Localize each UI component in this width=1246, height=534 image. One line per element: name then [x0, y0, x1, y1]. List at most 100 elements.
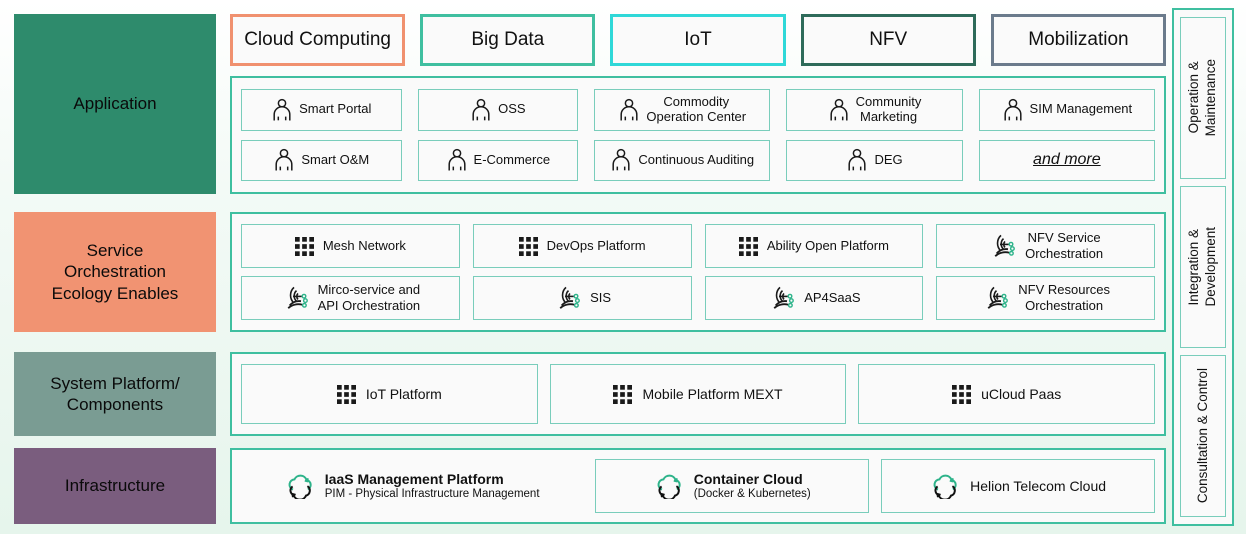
layer-label-application: Application: [14, 14, 216, 194]
service-orchestration-item[interactable]: Ability Open Platform: [704, 224, 924, 268]
service-orchestration-item-label: SIS: [590, 290, 612, 306]
service-orchestration-item-label: Mesh Network: [322, 238, 406, 254]
grid-dots-icon: [952, 384, 972, 404]
technology-tab[interactable]: Mobilization: [990, 14, 1167, 66]
sidebar-item[interactable]: Operation & Maintenance: [1180, 17, 1226, 179]
service-orchestration-item[interactable]: DevOps Platform: [472, 224, 692, 268]
layer-label-infrastructure: Infrastructure: [14, 448, 216, 524]
service-orchestration-item-label: AP4SaaS: [804, 290, 861, 306]
application-item[interactable]: Continuous Auditing: [594, 139, 771, 181]
orchestration-icon: [987, 286, 1009, 309]
person-icon: [447, 149, 466, 171]
infrastructure-item-label: Container Cloud: [693, 470, 803, 487]
technology-tab[interactable]: Big Data: [420, 14, 596, 66]
service-orchestration-item[interactable]: SIS: [472, 276, 692, 320]
service-orchestration-item[interactable]: Mesh Network: [241, 224, 460, 268]
infrastructure-item[interactable]: Container Cloud(Docker & Kubernetes): [595, 459, 870, 513]
technology-tab-label: NFV: [869, 29, 908, 50]
orchestration-icon: [287, 286, 308, 309]
application-item[interactable]: OSS: [417, 89, 579, 131]
system-platform-item[interactable]: uCloud Paas: [858, 364, 1155, 424]
application-item-label: DEG: [874, 151, 903, 167]
application-item-label: and more: [1033, 151, 1101, 169]
person-icon: [848, 149, 867, 171]
application-item[interactable]: Smart Portal: [241, 89, 402, 131]
orchestration-icon: [994, 234, 1015, 257]
system-platform-items-grid: IoT Platform Mobile Platform MEXT uCloud P…: [241, 364, 1155, 424]
cloud-icon: [288, 474, 312, 499]
system-platform-item-label: uCloud Paas: [981, 386, 1062, 402]
application-item[interactable]: and more: [978, 139, 1155, 181]
sidebar-item[interactable]: Integration & Development: [1180, 186, 1226, 348]
application-item-label: SIM Management: [1029, 101, 1133, 117]
technology-tab[interactable]: NFV: [800, 14, 976, 66]
application-item-label: Smart Portal: [299, 101, 372, 117]
service-orchestration-item-label: DevOps Platform: [546, 238, 646, 254]
technology-tabs: Cloud Computing Big Data IoT NFV Mobilizatio…: [230, 14, 1167, 66]
infrastructure-item-label: IaaS Management Platform: [324, 470, 504, 487]
technology-tab[interactable]: Cloud Computing: [230, 14, 406, 66]
layer-panel-service-orchestration: Mesh Network DevOps Platform Ability Open …: [230, 212, 1166, 332]
application-item[interactable]: SIM Management: [978, 89, 1155, 131]
infrastructure-item-text: Container Cloud(Docker & Kubernetes): [694, 471, 811, 502]
layer-label-system-platform: System Platform/Components: [14, 352, 216, 436]
application-item-label: E-Commerce: [473, 151, 551, 167]
application-item-label: Smart O&M: [301, 151, 370, 167]
cloud-icon: [933, 474, 957, 499]
technology-tab-label: Cloud Computing: [244, 29, 391, 50]
person-icon: [612, 149, 630, 171]
infrastructure-item-text: Helion Telecom Cloud: [970, 478, 1106, 495]
sidebar-item[interactable]: Consultation & Control: [1180, 355, 1226, 517]
person-icon: [275, 149, 293, 171]
system-platform-item[interactable]: IoT Platform: [241, 364, 538, 424]
orchestration-icon: [773, 286, 795, 309]
service-orchestration-item[interactable]: AP4SaaS: [704, 276, 924, 320]
application-item[interactable]: DEG: [786, 139, 963, 181]
infrastructure-item[interactable]: Helion Telecom Cloud: [881, 459, 1155, 513]
cloud-icon: [657, 474, 681, 499]
application-item[interactable]: E-Commerce: [417, 139, 579, 181]
technology-tab-label: IoT: [684, 29, 712, 50]
application-item-label: Continuous Auditing: [638, 151, 755, 167]
person-icon: [273, 98, 291, 121]
grid-dots-icon: [738, 236, 758, 256]
service-orchestration-items-grid: Mesh Network DevOps Platform Ability Open …: [241, 224, 1155, 320]
grid-dots-icon: [336, 384, 356, 404]
infrastructure-item-label: Helion Telecom Cloud: [970, 477, 1107, 494]
technology-tab-label: Mobilization: [1028, 29, 1129, 50]
sidebar-item-label: Integration & Development: [1186, 227, 1218, 307]
system-platform-item-label: IoT Platform: [365, 386, 442, 402]
service-orchestration-item-label: Ability Open Platform: [766, 238, 889, 254]
infrastructure-item-sublabel: PIM - Physical Infrastructure Management: [324, 487, 540, 500]
layer-label-text: Application: [73, 94, 157, 114]
layer-label-text: Infrastructure: [64, 476, 166, 496]
system-platform-item[interactable]: Mobile Platform MEXT: [549, 364, 847, 424]
person-icon: [472, 98, 490, 121]
application-item[interactable]: Smart O&M: [241, 139, 402, 181]
application-item-label: OSS: [498, 101, 526, 117]
grid-dots-icon: [518, 236, 538, 256]
sidebar-item-label: Consultation & Control: [1194, 368, 1210, 504]
grid-dots-icon: [613, 384, 633, 404]
technology-tab-label: Big Data: [471, 29, 545, 50]
grid-dots-icon: [294, 236, 314, 256]
technology-tab[interactable]: IoT: [610, 14, 786, 66]
